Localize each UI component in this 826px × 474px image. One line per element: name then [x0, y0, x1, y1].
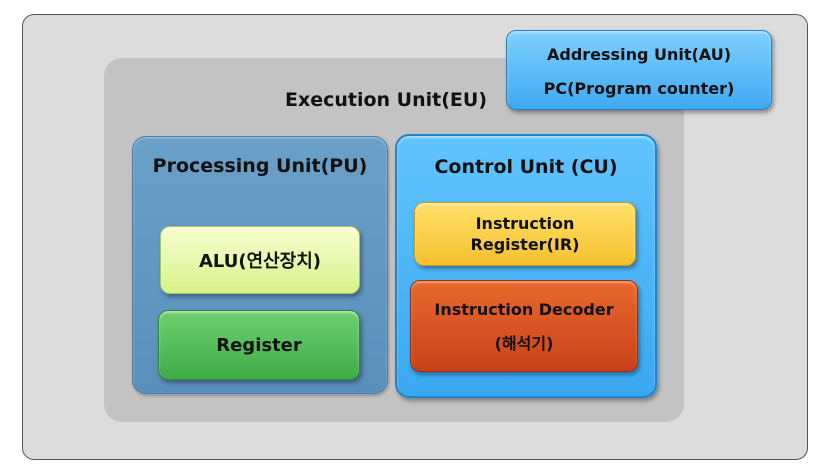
addressing-unit-box: Addressing Unit(AU) PC(Program counter) — [506, 30, 772, 110]
instruction-decoder-title: Instruction Decoder — [434, 300, 614, 319]
execution-unit-title: Execution Unit(EU) — [284, 89, 488, 111]
processing-unit-title: Processing Unit(PU) — [152, 155, 368, 177]
control-unit-title: Control Unit (CU) — [434, 156, 618, 178]
alu-box: ALU(연산장치) — [160, 226, 360, 294]
instruction-register-line2: Register(IR) — [470, 235, 580, 254]
program-counter-label: PC(Program counter) — [543, 79, 735, 98]
instruction-decoder-subtitle: (해석기) — [494, 334, 554, 353]
instruction-register-line1: Instruction — [475, 214, 575, 233]
register-label: Register — [216, 334, 302, 356]
instruction-decoder-box: Instruction Decoder (해석기) — [410, 280, 638, 372]
alu-label: ALU(연산장치) — [198, 251, 322, 272]
addressing-unit-title: Addressing Unit(AU) — [547, 45, 731, 64]
register-box: Register — [158, 310, 360, 380]
instruction-register-box: Instruction Register(IR) — [414, 202, 636, 266]
